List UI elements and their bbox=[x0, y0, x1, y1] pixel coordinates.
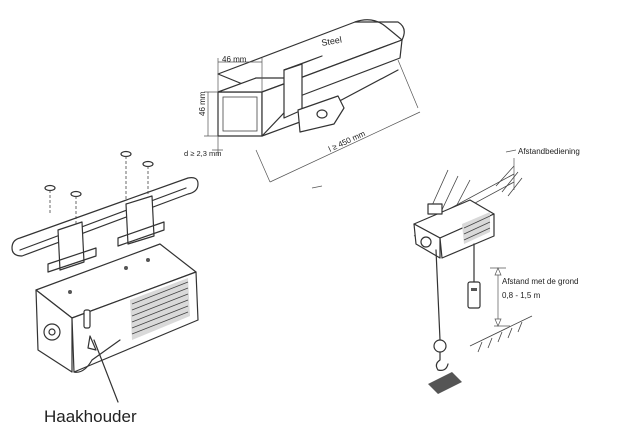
front-pulley-hub bbox=[48, 328, 56, 336]
hoist-r-bracket bbox=[427, 203, 443, 215]
remote-leader bbox=[505, 149, 517, 153]
hoist-bottom-loop bbox=[73, 339, 121, 373]
hoist-rope bbox=[435, 249, 441, 341]
remote-pendant bbox=[467, 281, 481, 309]
label-length: l ≥ 450 mm bbox=[327, 129, 367, 154]
bolt-set bbox=[44, 150, 154, 224]
mounting-hole bbox=[316, 109, 328, 119]
beam-break-line bbox=[354, 19, 403, 41]
screw-dot bbox=[68, 290, 72, 294]
remote-button bbox=[471, 288, 477, 291]
hoist-r-pulley bbox=[420, 236, 432, 248]
hoist-assembly-left: Haakhouder bbox=[11, 150, 199, 426]
label-ground-line1: Afstand met de grond bbox=[502, 277, 579, 286]
motor-fins bbox=[131, 281, 189, 335]
ground-line bbox=[469, 315, 533, 347]
ground-dim-arrows bbox=[494, 267, 502, 327]
bracket-plate-left bbox=[47, 247, 97, 273]
hook-holder-slot bbox=[83, 309, 91, 329]
dim-width-line bbox=[217, 58, 263, 92]
mounting-tab bbox=[297, 95, 345, 133]
label-steel: Steel bbox=[321, 35, 343, 48]
label-hook-holder: Haakhouder bbox=[44, 407, 137, 426]
screw-dot bbox=[146, 258, 150, 262]
label-thickness: d ≥ 2,3 mm bbox=[184, 149, 221, 158]
label-remote: Afstandbediening bbox=[518, 147, 580, 156]
bracket-plate-right bbox=[117, 221, 165, 247]
hoist-r-motor-fins bbox=[463, 215, 491, 241]
bolt-head bbox=[44, 184, 56, 192]
bolt-head bbox=[142, 160, 154, 168]
bolt-head bbox=[70, 190, 82, 198]
hook-holder-arrow-head bbox=[87, 335, 97, 351]
hook-holder-arrow-shaft bbox=[93, 339, 119, 403]
dim-length-line bbox=[255, 59, 421, 183]
clamp-top bbox=[283, 55, 323, 71]
load-weight bbox=[428, 372, 462, 394]
bracket-left bbox=[57, 221, 85, 271]
steel-beam-detail: 46 mm 46 mm d ≥ 2,3 mm l ≥ 450 mm Steel bbox=[184, 19, 421, 189]
bracket-right bbox=[125, 195, 155, 245]
bolt-head bbox=[120, 150, 132, 158]
hook-block bbox=[433, 339, 447, 353]
label-width-top: 46 mm bbox=[222, 55, 247, 64]
label-height-side: 46 mm bbox=[198, 91, 207, 116]
tick-mark bbox=[311, 185, 323, 189]
hoist-r-motor bbox=[462, 212, 490, 244]
label-ground-line2: 0,8 - 1,5 m bbox=[502, 291, 541, 300]
hatch-right bbox=[495, 165, 523, 197]
round-bar-highlight bbox=[19, 187, 187, 251]
dim-thickness-line bbox=[212, 136, 223, 156]
front-pulley bbox=[43, 323, 61, 341]
hoist-assembly-right: Afstandbediening Afstand met de grond 0,… bbox=[413, 147, 580, 394]
dim-height-line bbox=[204, 91, 218, 137]
ground-hatch bbox=[477, 321, 523, 353]
screw-dot bbox=[124, 266, 128, 270]
round-bar bbox=[11, 177, 199, 257]
hook bbox=[435, 351, 449, 371]
beam-inner-square bbox=[222, 96, 258, 132]
